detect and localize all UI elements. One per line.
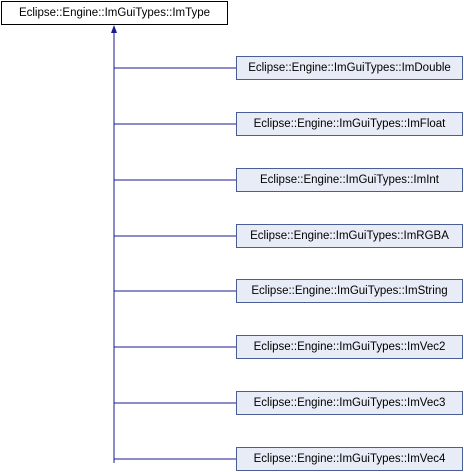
class-node-imtype[interactable]: Eclipse::Engine::ImGuiTypes::ImType (1, 1, 228, 25)
class-node-imint[interactable]: Eclipse::Engine::ImGuiTypes::ImInt (236, 168, 463, 192)
class-node-imvec3[interactable]: Eclipse::Engine::ImGuiTypes::ImVec3 (236, 391, 463, 415)
class-node-imrgba[interactable]: Eclipse::Engine::ImGuiTypes::ImRGBA (236, 224, 463, 248)
arrowhead-icon (111, 25, 117, 33)
class-node-imfloat[interactable]: Eclipse::Engine::ImGuiTypes::ImFloat (236, 112, 463, 136)
class-node-imvec2[interactable]: Eclipse::Engine::ImGuiTypes::ImVec2 (236, 335, 463, 359)
class-node-imstring[interactable]: Eclipse::Engine::ImGuiTypes::ImString (236, 279, 463, 303)
class-node-imdouble[interactable]: Eclipse::Engine::ImGuiTypes::ImDouble (236, 56, 463, 80)
class-node-imvec4[interactable]: Eclipse::Engine::ImGuiTypes::ImVec4 (236, 447, 463, 471)
